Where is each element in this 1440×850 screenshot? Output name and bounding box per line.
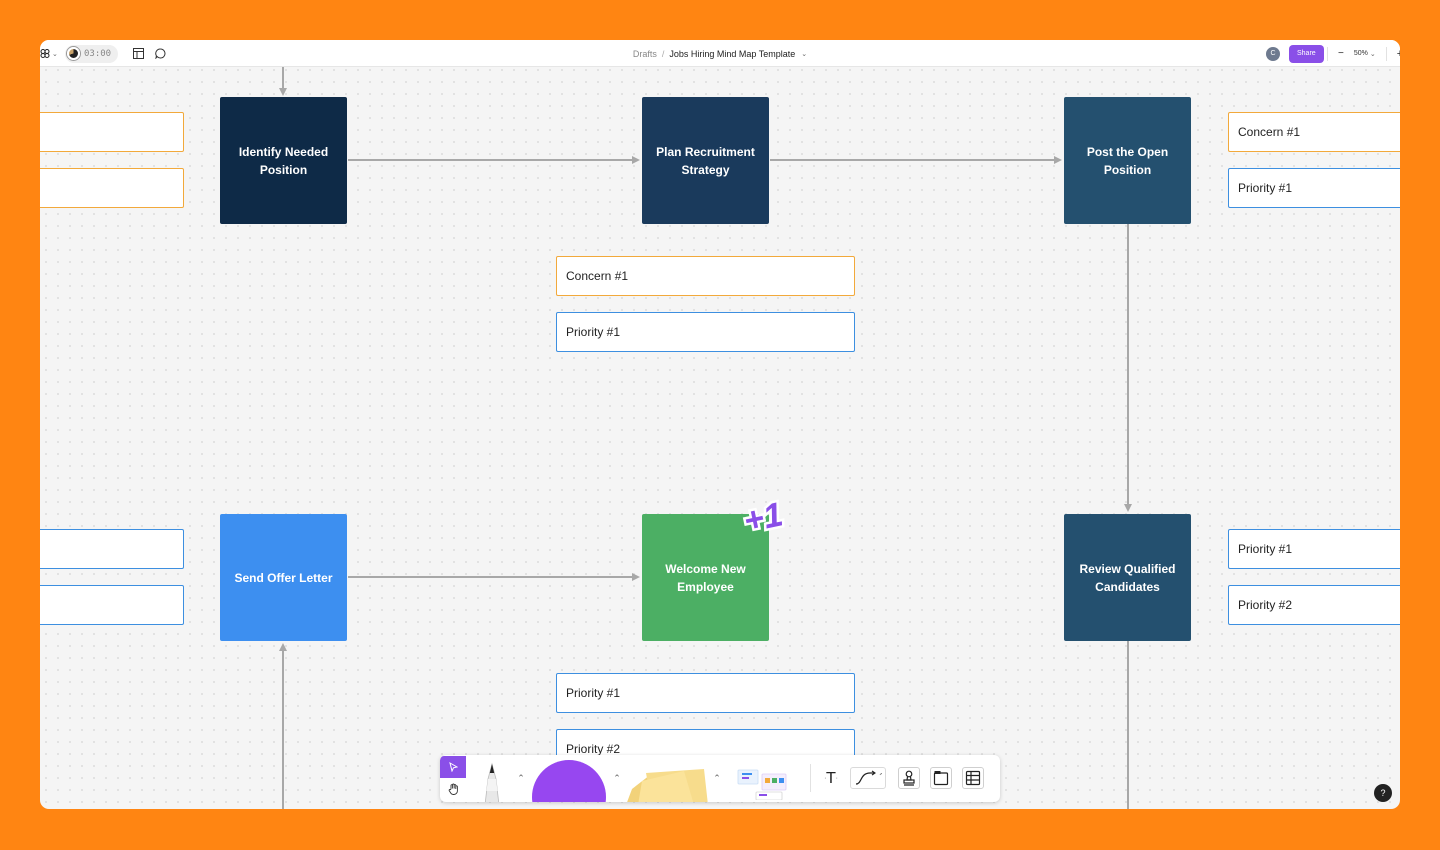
review-priority-note-2[interactable]: Priority #2 <box>1228 585 1400 625</box>
table-tool-button[interactable] <box>962 767 984 789</box>
section-tool-button[interactable] <box>930 767 952 789</box>
layout-icon[interactable] <box>130 46 146 62</box>
chevron-down-icon: ⌄ <box>52 50 58 58</box>
left-concern-note-2[interactable] <box>40 168 184 208</box>
timer-widget[interactable]: 03:00 <box>65 44 119 63</box>
breadcrumb-separator: / <box>661 48 665 59</box>
section-icon <box>933 771 949 786</box>
help-button[interactable]: ? <box>1374 784 1392 802</box>
select-tool-button[interactable] <box>440 756 466 778</box>
templates-tool-button[interactable] <box>732 764 798 800</box>
top-bar: ⌄ 03:00 Drafts / Jobs Hiring Mind Map Te… <box>40 40 1400 67</box>
welcome-priority-note-1[interactable]: Priority #1 <box>556 673 855 713</box>
app-window: Identify Needed Position Plan Recruitmen… <box>40 40 1400 809</box>
node-welcome-new-employee[interactable]: Welcome New Employee <box>642 514 769 641</box>
sticky-options-caret-icon[interactable]: ⌃ <box>713 772 721 783</box>
divider <box>1385 46 1387 61</box>
zoom-in-button[interactable]: + <box>1396 47 1400 60</box>
figma-menu-icon <box>40 48 50 58</box>
left-priority-note-1[interactable] <box>40 529 184 569</box>
stamp-tool-button[interactable] <box>898 767 920 789</box>
marker-options-caret-icon[interactable]: ⌃ <box>517 772 525 783</box>
main-menu-button[interactable]: ⌄ <box>40 40 58 67</box>
shape-tool-button[interactable] <box>532 760 606 802</box>
connectors-layer <box>279 67 1132 809</box>
title-chevron-down-icon[interactable]: ⌄ <box>801 50 808 58</box>
review-priority-note-1[interactable]: Priority #1 <box>1228 529 1400 569</box>
sticky-note-tool-button[interactable] <box>624 761 710 802</box>
zoom-out-button[interactable]: − <box>1338 48 1344 59</box>
marker-icon <box>484 762 500 802</box>
connector-icon: ⌃ <box>855 770 882 785</box>
node-review-qualified-candidates[interactable]: Review Qualified Candidates <box>1064 514 1191 641</box>
breadcrumb: Drafts / Jobs Hiring Mind Map Template ⌄ <box>40 40 1400 67</box>
plan-priority-note[interactable]: Priority #1 <box>556 312 855 352</box>
hand-tool-button[interactable] <box>440 778 466 800</box>
stamp-icon <box>903 770 915 786</box>
left-priority-note-2[interactable] <box>40 585 184 625</box>
post-priority-note[interactable]: Priority #1 <box>1228 168 1400 208</box>
shape-options-caret-icon[interactable]: ⌃ <box>613 772 621 783</box>
divider <box>810 764 811 792</box>
table-icon <box>965 770 981 786</box>
plan-concern-note[interactable]: Concern #1 <box>556 256 855 296</box>
sticky-note-icon <box>627 769 708 802</box>
plus-one-sticker[interactable]: +1 <box>736 495 790 539</box>
timer-value: 03:00 <box>84 48 112 59</box>
node-identify-needed-position[interactable]: Identify Needed Position <box>220 97 347 224</box>
zoom-controls: − 50% ⌄ + <box>1327 40 1400 67</box>
zoom-level-dropdown[interactable]: 50% ⌄ <box>1354 50 1376 58</box>
post-concern-note[interactable]: Concern #1 <box>1228 112 1400 152</box>
node-plan-recruitment-strategy[interactable]: Plan Recruitment Strategy <box>642 97 769 224</box>
creation-toolbar: ⌃ ⌃ ⌃ · <box>440 755 1000 802</box>
breadcrumb-drafts-link[interactable]: Drafts <box>632 48 657 59</box>
whiteboard-canvas[interactable]: Identify Needed Position Plan Recruitmen… <box>40 40 1400 809</box>
templates-icon <box>737 769 787 800</box>
dot-decor: · <box>835 774 838 782</box>
sticker-text: +1 <box>740 495 786 539</box>
comment-icon[interactable] <box>152 46 168 62</box>
dot-decor: · <box>824 774 827 782</box>
chevron-down-icon: ⌄ <box>1369 50 1376 58</box>
timer-icon <box>67 47 80 60</box>
text-tool-label: T <box>826 769 836 787</box>
node-send-offer-letter[interactable]: Send Offer Letter <box>220 514 347 641</box>
share-button[interactable]: Share <box>1289 44 1324 63</box>
left-concern-note-1[interactable] <box>40 112 184 152</box>
cursor-icon <box>448 762 458 772</box>
marker-tool-button[interactable] <box>476 761 508 802</box>
divider <box>1327 46 1328 61</box>
hand-icon <box>448 783 458 795</box>
node-post-open-position[interactable]: Post the Open Position <box>1064 97 1191 224</box>
text-tool-button[interactable]: · T · <box>818 767 844 789</box>
zoom-level-value: 50% <box>1353 50 1368 57</box>
file-title[interactable]: Jobs Hiring Mind Map Template <box>669 48 796 59</box>
avatar[interactable]: C <box>1266 46 1280 61</box>
connector-tool-button[interactable]: ⌃ <box>850 767 886 789</box>
svg-text:⌃: ⌃ <box>878 772 882 781</box>
